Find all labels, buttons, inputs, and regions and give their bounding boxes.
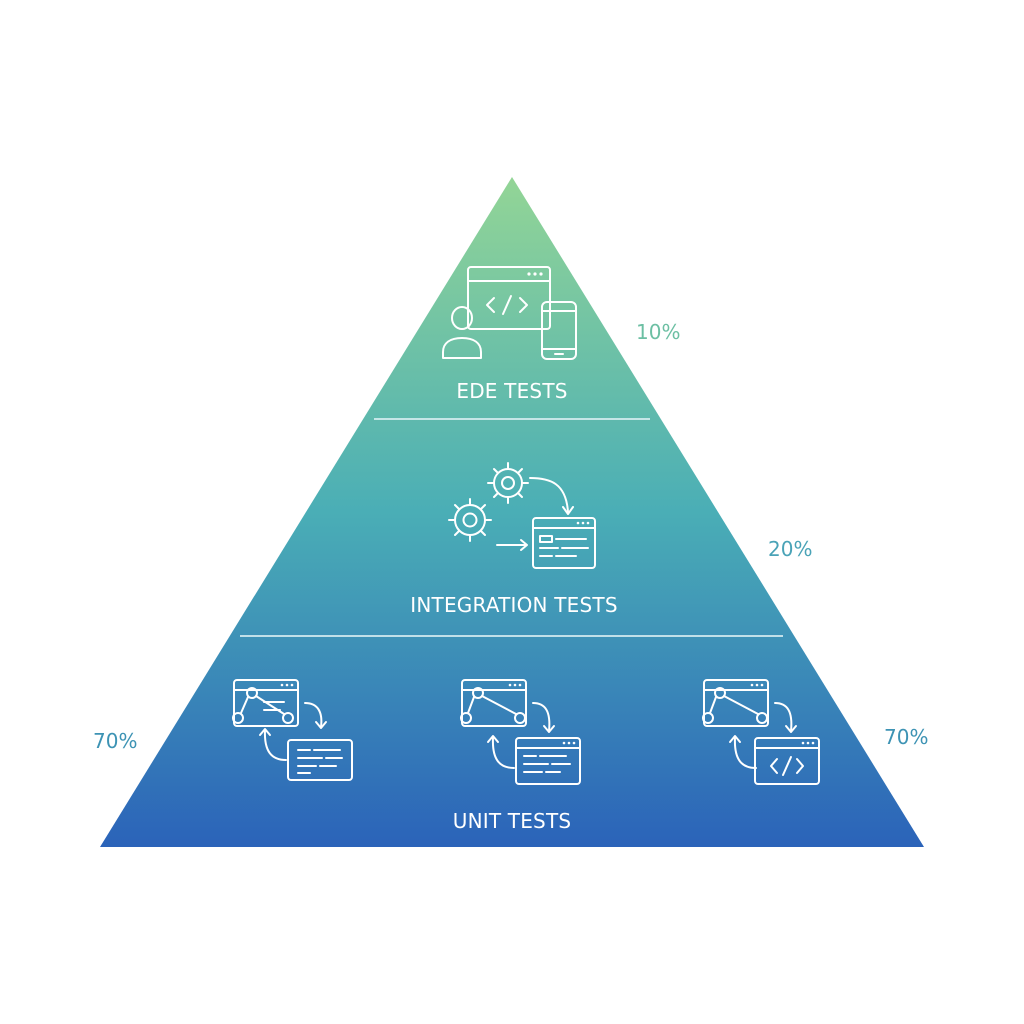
percent-label-unit-left: 70% bbox=[93, 729, 138, 753]
percent-label-integration: 20% bbox=[768, 537, 813, 561]
robot-arm-window-icon bbox=[232, 679, 353, 781]
browser-code-icon bbox=[467, 266, 551, 330]
percent-label-unit-right: 70% bbox=[884, 725, 929, 749]
mobile-device-icon bbox=[541, 301, 577, 360]
code-window-icon bbox=[532, 517, 596, 569]
percent-label-e2e: 10% bbox=[636, 320, 681, 344]
gear-icon bbox=[448, 498, 492, 542]
gear-icon bbox=[487, 462, 529, 504]
robot-arm-code-window-icon bbox=[702, 679, 820, 785]
layer-label-e2e: EDE TESTS bbox=[456, 379, 568, 403]
layer-label-unit: UNIT TESTS bbox=[452, 809, 572, 833]
user-icon bbox=[442, 306, 482, 359]
layer-label-integration: INTEGRATION TESTS bbox=[410, 593, 618, 617]
robot-arm-window-icon bbox=[460, 679, 581, 785]
arrow-icon bbox=[496, 477, 574, 551]
pyramid-shape bbox=[100, 177, 924, 847]
